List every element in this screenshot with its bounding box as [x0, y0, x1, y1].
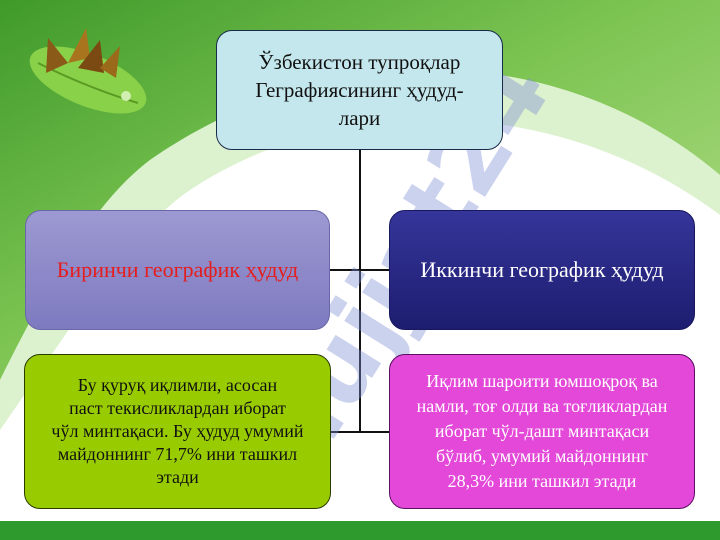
butterflies-on-leaf-icon	[29, 28, 147, 114]
first-region-title: Биринчи географик ҳудуд	[25, 210, 330, 330]
root-node: Ўзбекистон тупроқлар Геграфиясининг ҳуду…	[216, 30, 503, 150]
second-region-description: Иқлим шароити юмшоқроқ ва намли, тоғ олд…	[389, 354, 695, 509]
second-region-title: Иккинчи географик ҳудуд	[389, 210, 695, 330]
first-region-description: Бу қуруқ иқлимли, асосан паст текисликла…	[24, 354, 331, 509]
